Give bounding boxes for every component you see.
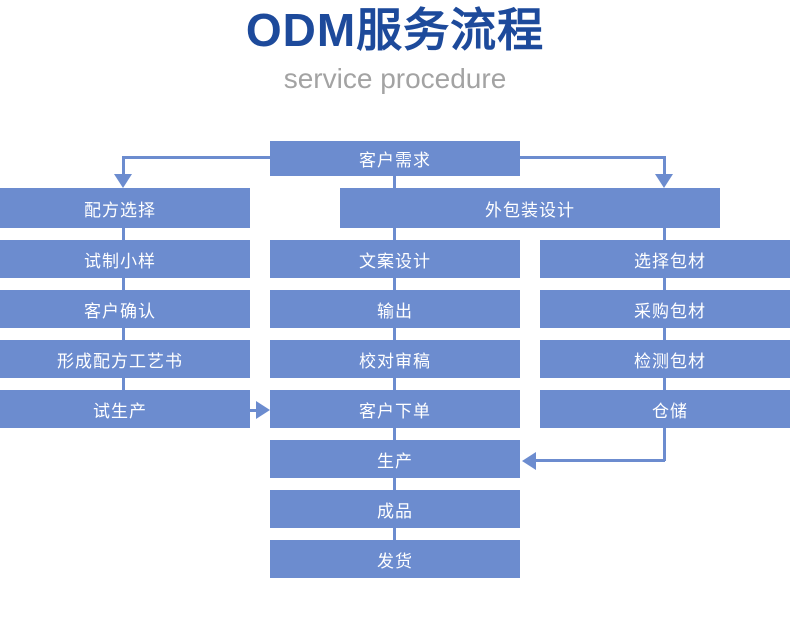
node-trial-production[interactable]: 试生产 — [0, 390, 250, 428]
connector-right-3 — [663, 328, 666, 340]
connector-storage-to-production-horizontal — [536, 459, 665, 462]
connector-demand-to-packaging-horizontal — [518, 156, 666, 159]
arrowhead-right-order — [256, 401, 270, 419]
arrowhead-left-production — [522, 452, 536, 470]
node-purchase-packaging-material[interactable]: 采购包材 — [540, 290, 790, 328]
connector-demand-to-formula-vertical — [122, 156, 125, 178]
connector-center-4 — [393, 378, 396, 390]
connector-right-4 — [663, 378, 666, 390]
node-customer-confirmation[interactable]: 客户确认 — [0, 290, 250, 328]
page-subtitle: service procedure — [283, 63, 507, 94]
node-select-packaging-material[interactable]: 选择包材 — [540, 240, 790, 278]
page-title: ODM服务流程 — [245, 4, 545, 56]
node-copywriting-design[interactable]: 文案设计 — [270, 240, 520, 278]
arrowhead-down-packaging — [655, 174, 673, 188]
node-customer-order[interactable]: 客户下单 — [270, 390, 520, 428]
connector-right-1 — [663, 228, 666, 240]
connector-center-5 — [393, 428, 396, 440]
connector-center-1 — [393, 228, 396, 240]
connector-center-6 — [393, 478, 396, 490]
connector-demand-to-formula-horizontal — [122, 156, 272, 159]
connector-left-2 — [122, 278, 125, 290]
node-shipment[interactable]: 发货 — [270, 540, 520, 578]
connector-storage-to-production-vertical — [663, 428, 666, 461]
connector-demand-to-packaging-vertical — [663, 156, 666, 178]
node-formula-selection[interactable]: 配方选择 — [0, 188, 250, 228]
node-output[interactable]: 输出 — [270, 290, 520, 328]
node-warehousing[interactable]: 仓储 — [540, 390, 790, 428]
connector-center-7 — [393, 528, 396, 540]
node-proofreading[interactable]: 校对审稿 — [270, 340, 520, 378]
arrowhead-down-formula — [114, 174, 132, 188]
node-outer-packaging-design[interactable]: 外包装设计 — [340, 188, 720, 228]
node-formula-process-document[interactable]: 形成配方工艺书 — [0, 340, 250, 378]
connector-left-4 — [122, 378, 125, 390]
connector-center-0 — [393, 175, 396, 189]
connector-left-1 — [122, 228, 125, 240]
node-customer-demand[interactable]: 客户需求 — [270, 141, 520, 176]
connector-left-3 — [122, 328, 125, 340]
node-trial-sample[interactable]: 试制小样 — [0, 240, 250, 278]
connector-center-3 — [393, 328, 396, 340]
node-inspect-packaging-material[interactable]: 检测包材 — [540, 340, 790, 378]
connector-center-2 — [393, 278, 396, 290]
connector-right-2 — [663, 278, 666, 290]
node-finished-product[interactable]: 成品 — [270, 490, 520, 528]
node-production[interactable]: 生产 — [270, 440, 520, 478]
